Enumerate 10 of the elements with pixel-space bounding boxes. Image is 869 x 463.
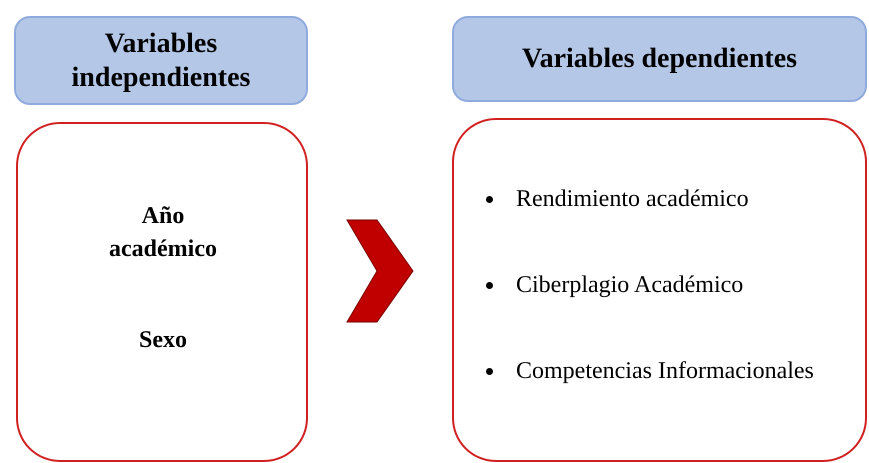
- content-box: [16, 122, 308, 462]
- header-box: Variables independientes: [14, 16, 308, 105]
- list-item-text: Rendimiento académico: [516, 185, 749, 214]
- item-text: Año académico: [108, 202, 218, 264]
- header-box: Variables dependientes: [452, 16, 867, 102]
- list-item-text: Competencias Informacionales: [516, 357, 814, 386]
- list-item-text: Ciberplagio Académico: [516, 271, 744, 300]
- item-text: Sexo: [138, 326, 188, 355]
- chevron-arrow: [346, 220, 414, 322]
- content-box: [452, 118, 867, 462]
